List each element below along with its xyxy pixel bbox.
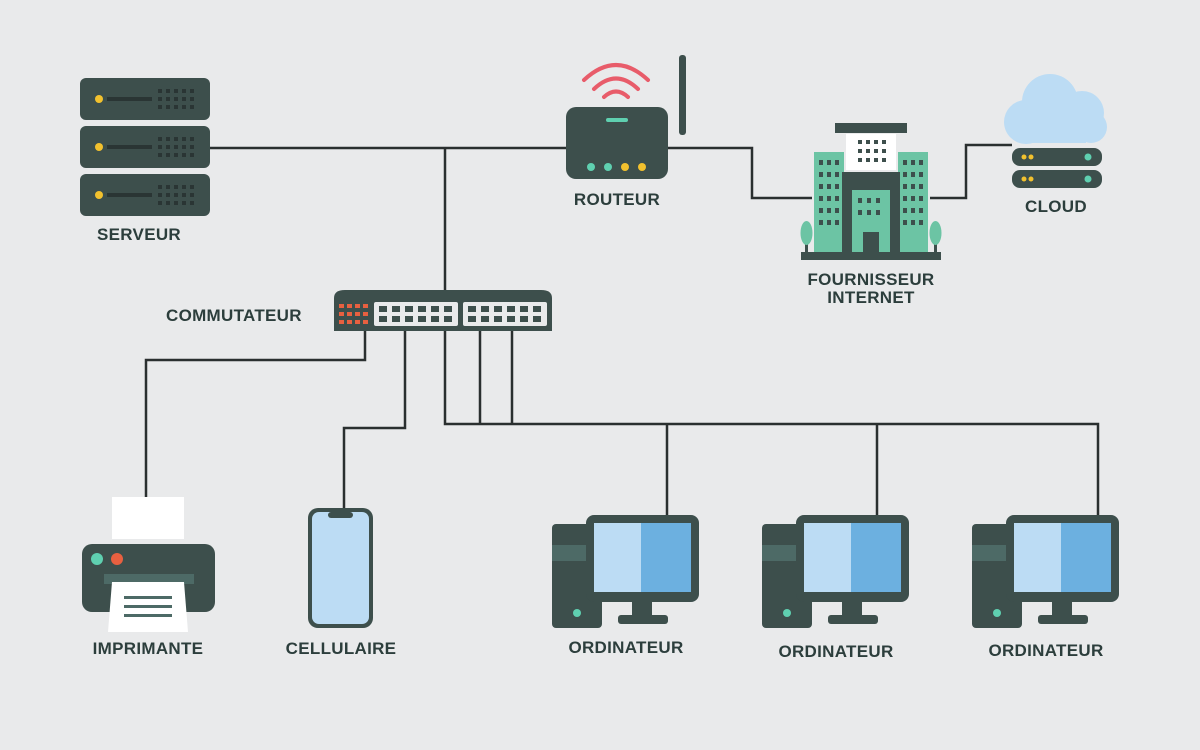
- isp-label: FOURNISSEUR INTERNET: [807, 271, 934, 307]
- smartphone-icon: [308, 508, 373, 628]
- router-label: ROUTEUR: [573, 190, 661, 209]
- wifi-signal-icon: [582, 63, 650, 99]
- cloud-shape: [1004, 74, 1107, 144]
- server-unit-3: [80, 174, 210, 216]
- desktop-computer-icon-3: [972, 515, 1119, 628]
- desktop-computer-icon-1: [552, 515, 699, 628]
- computer-3-label: ORDINATEUR: [988, 641, 1104, 660]
- tree-left-icon: [800, 221, 813, 252]
- tree-right-icon: [929, 221, 942, 252]
- printer-icon: [82, 497, 215, 632]
- cloud-storage-icon: [1004, 74, 1107, 188]
- isp-label-line-2: INTERNET: [827, 288, 915, 307]
- wifi-router-icon: [566, 55, 686, 179]
- server-unit-1: [80, 78, 210, 120]
- server-unit-2: [80, 126, 210, 168]
- server-rack-icon: [80, 78, 210, 216]
- line-switch-phone: [342, 330, 407, 510]
- computer-1-label: ORDINATEUR: [568, 638, 684, 657]
- isp-label-line-1: FOURNISSEUR: [807, 270, 935, 289]
- computer-2-label: ORDINATEUR: [778, 642, 894, 661]
- line-router-isp: [668, 146, 812, 200]
- switch-label: COMMUTATEUR: [166, 306, 302, 325]
- server-label: SERVEUR: [97, 225, 181, 244]
- connection-lines: [144, 143, 1100, 517]
- line-switch-printer: [144, 330, 367, 497]
- office-building-icon: [800, 123, 942, 260]
- printer-label: IMPRIMANTE: [92, 639, 204, 658]
- network-switch-icon: [334, 290, 552, 331]
- cloud-label: CLOUD: [1025, 197, 1087, 216]
- desktop-computer-icon-2: [762, 515, 909, 628]
- line-switch-computers-main: [443, 330, 1100, 517]
- phone-label: CELLULAIRE: [285, 639, 397, 658]
- line-isp-cloud: [930, 143, 1012, 200]
